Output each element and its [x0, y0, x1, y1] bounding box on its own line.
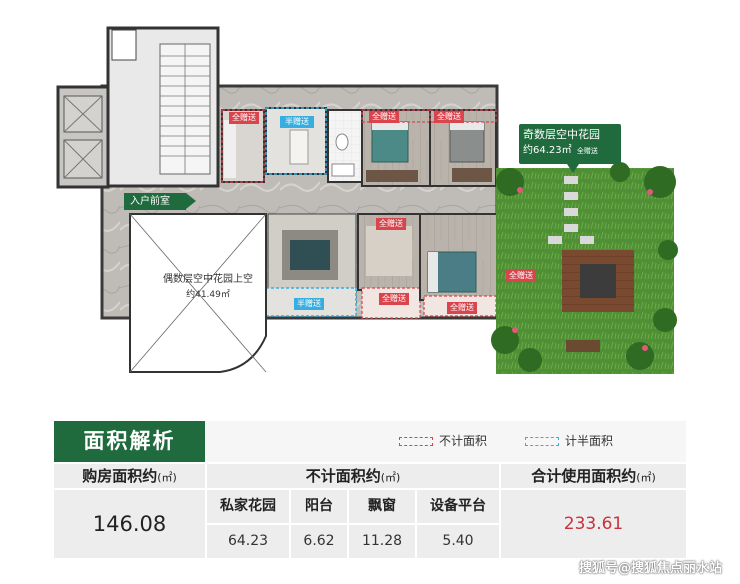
sub-header-equipment-platform: 设备平台: [417, 490, 499, 523]
legend-half-counted-label: 计半面积: [565, 434, 614, 448]
odd-garden-callout: 奇数层空中花园 约64.23㎡ 全赠送: [519, 124, 621, 173]
half-gift-tag: 半赠送: [294, 298, 324, 310]
full-gift-tag: 全赠送: [376, 218, 406, 230]
legend: 不计面积 计半面积: [205, 421, 686, 462]
area-table: 面积解析 不计面积 计半面积 购房面积约(㎡) 不计面积约(㎡) 合计使用面积约…: [54, 421, 686, 558]
odd-garden-area: 约64.23㎡: [523, 145, 572, 156]
sub-header-private-garden: 私家花园: [207, 490, 289, 523]
entry-label: 入户前室: [124, 193, 196, 210]
full-gift-tag: 全赠送: [447, 302, 477, 314]
value-balcony: 6.62: [291, 525, 347, 558]
even-garden-label: 偶数层空中花园上空 约41.49㎡: [148, 270, 268, 300]
odd-garden-title: 奇数层空中花园: [523, 128, 600, 141]
red-dashed-swatch: [399, 437, 433, 446]
sub-header-bay-window: 飘窗: [349, 490, 415, 523]
not-counted-header: 不计面积约(㎡): [207, 464, 499, 488]
purchase-area-value: 146.08: [54, 490, 205, 558]
full-gift-tag: 全赠送: [229, 112, 259, 124]
value-bay-window: 11.28: [349, 525, 415, 558]
legend-not-counted-label: 不计面积: [439, 434, 488, 448]
even-garden-area: 约41.49㎡: [186, 290, 230, 300]
half-gift-tag: 半赠送: [280, 116, 314, 128]
not-counted-header-text: 不计面积约: [305, 467, 381, 485]
watermark: 搜狐号@搜狐焦点丽水站: [578, 561, 722, 576]
legend-not-counted: 不计面积: [399, 434, 487, 448]
full-gift-tag: 全赠送: [434, 111, 464, 123]
area-table-title: 面积解析: [54, 421, 205, 462]
legend-half-counted: 计半面积: [525, 434, 613, 448]
even-garden-name: 偶数层空中花园上空: [163, 274, 253, 285]
odd-garden-note: 全赠送: [576, 147, 598, 155]
not-counted-unit: (㎡): [380, 471, 401, 484]
floor-plan: 全赠送 半赠送 全赠送 全赠送 全赠送 全赠送 全赠送 全赠送 半赠送 入户前室…: [56, 26, 678, 374]
value-equipment-platform: 5.40: [417, 525, 499, 558]
full-gift-tag: 全赠送: [369, 111, 399, 123]
purchase-area-header: 购房面积约(㎡): [54, 464, 205, 488]
total-usable-header-text: 合计使用面积约: [531, 467, 637, 485]
total-usable-value: 233.61: [501, 490, 686, 558]
full-gift-tag: 全赠送: [506, 270, 536, 282]
purchase-area-unit: (㎡): [157, 471, 177, 484]
floor-plan-drawing: [56, 26, 678, 374]
purchase-area-header-text: 购房面积约: [82, 467, 158, 485]
total-usable-unit: (㎡): [636, 471, 656, 484]
blue-dashed-swatch: [525, 437, 559, 446]
total-usable-header: 合计使用面积约(㎡): [501, 464, 686, 488]
value-private-garden: 64.23: [207, 525, 289, 558]
sub-header-balcony: 阳台: [291, 490, 347, 523]
full-gift-tag: 全赠送: [379, 293, 409, 305]
